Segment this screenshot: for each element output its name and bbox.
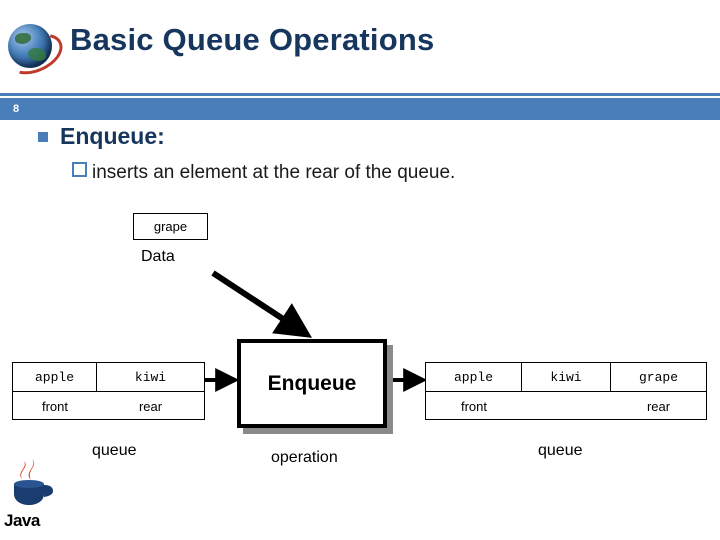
- queue-after-caption: queue: [538, 442, 583, 459]
- queue-after-pointer-middle: [522, 393, 611, 419]
- queue-after-cells: apple kiwi grape: [426, 363, 706, 392]
- slide-number-bar: [32, 98, 720, 120]
- operation-caption: operation: [271, 449, 338, 466]
- queue-after-cell-1: kiwi: [522, 363, 611, 392]
- queue-before-cells: apple kiwi: [13, 363, 204, 392]
- bullet-hollow-square-icon: [72, 162, 87, 177]
- queue-before-pointer-front: front: [41, 398, 68, 414]
- bullet-level2: inserts an element at the rear of the qu…: [72, 162, 455, 184]
- queue-after-pointer-front: front: [460, 398, 487, 414]
- globe-swoosh-icon: [1, 22, 69, 83]
- globe-icon: [8, 24, 52, 68]
- queue-after-pointer-rear: rear: [646, 398, 671, 414]
- queue-before-pointers: front rear: [13, 393, 204, 419]
- java-cup-svg: [14, 459, 53, 505]
- queue-before-caption: queue: [92, 442, 137, 459]
- bullet-level2-label: inserts an element at the rear of the qu…: [92, 162, 456, 183]
- bullet-square-icon: [38, 132, 48, 142]
- java-wordmark: Java: [4, 511, 40, 530]
- queue-before-pointer-rear: rear: [138, 398, 163, 414]
- queue-after-cell-0: apple: [426, 363, 522, 392]
- slide-number-badge: 8: [0, 98, 32, 120]
- java-coffee-cup-icon: Java: [4, 455, 60, 533]
- bullet-level1: Enqueue:: [38, 123, 165, 150]
- arrow-data-to-operation: [211, 270, 313, 338]
- operation-box: Enqueue: [237, 339, 387, 428]
- queue-before: apple kiwi front rear: [12, 362, 205, 420]
- queue-after-pointers: front rear: [426, 393, 706, 419]
- queue-after-cell-2: grape: [611, 363, 706, 392]
- data-element-box: grape: [133, 213, 208, 240]
- queue-before-cell-0: apple: [13, 363, 97, 392]
- header-divider: [0, 93, 720, 96]
- page-title: Basic Queue Operations: [70, 22, 435, 57]
- queue-after: apple kiwi grape front rear: [425, 362, 707, 420]
- bullet-level1-label: Enqueue:: [60, 123, 165, 149]
- queue-before-cell-1: kiwi: [97, 363, 204, 392]
- data-label: Data: [141, 248, 175, 265]
